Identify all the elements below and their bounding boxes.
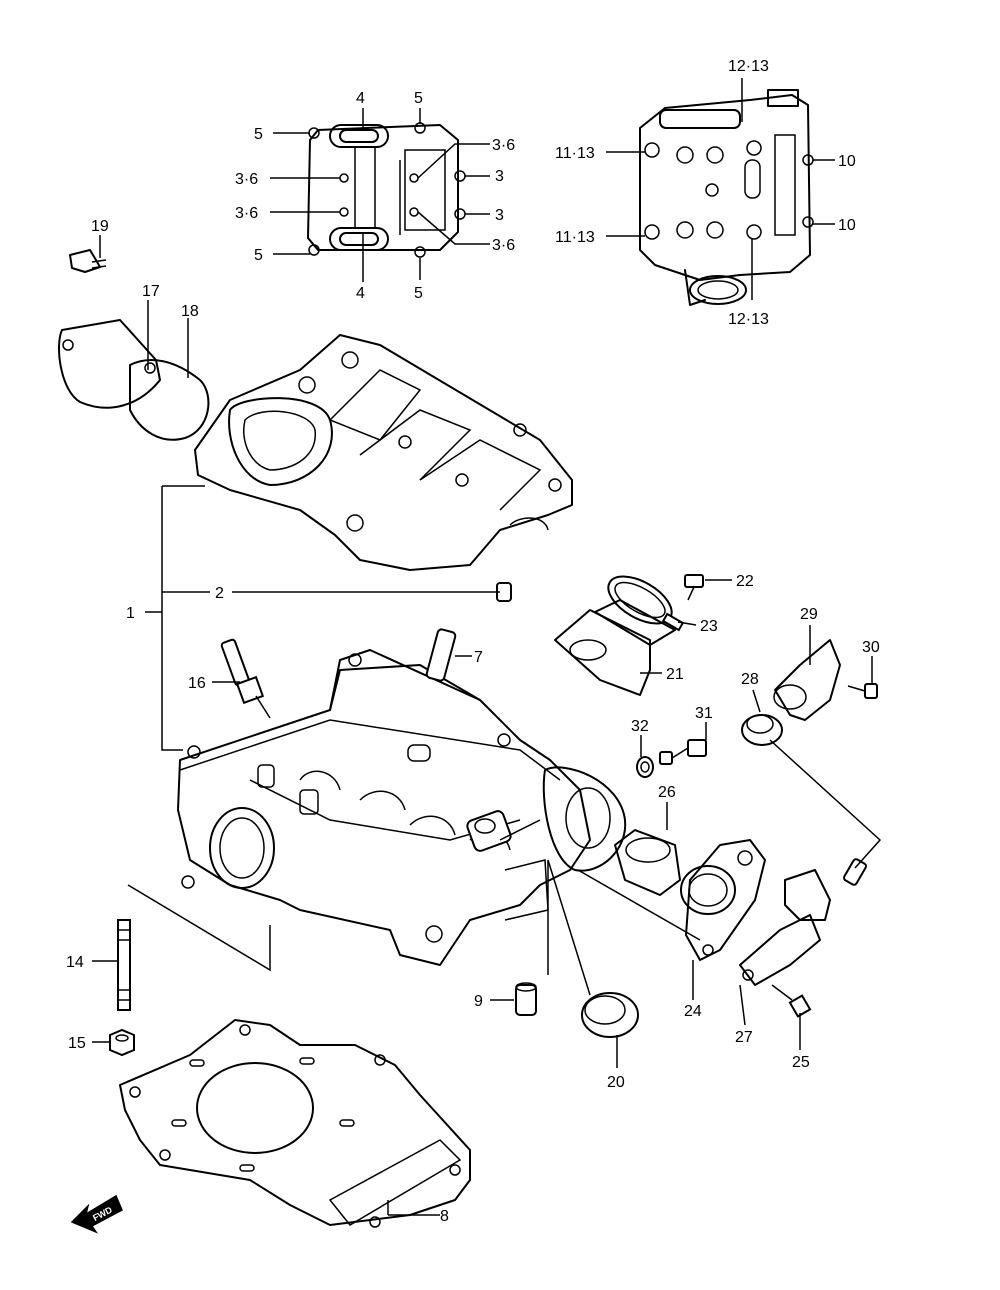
label-15: 15 bbox=[68, 1035, 86, 1052]
label-27: 27 bbox=[735, 1029, 753, 1046]
pipe-union bbox=[466, 810, 512, 852]
label-5-top-left: 5 bbox=[254, 126, 263, 143]
cylinder-head-gasket bbox=[119, 1019, 471, 1228]
inset-head-cover-bolt-pattern bbox=[307, 122, 466, 258]
stud-bolt bbox=[117, 919, 131, 1011]
label-11-13-upper: 11·13 bbox=[555, 145, 595, 162]
valve-guide bbox=[425, 628, 457, 682]
label-4-bottom: 4 bbox=[356, 285, 365, 302]
bracket-bolt bbox=[847, 683, 878, 699]
intake-clamp bbox=[607, 575, 685, 632]
leader-lines bbox=[92, 78, 882, 1216]
label-3-6-left-upper: 3·6 bbox=[235, 171, 258, 188]
label-21: 21 bbox=[666, 666, 684, 683]
outlet-cap bbox=[741, 714, 783, 746]
label-3-6-right-lower: 3·6 bbox=[492, 237, 515, 254]
label-22: 22 bbox=[736, 573, 754, 590]
label-28: 28 bbox=[741, 671, 759, 688]
label-9: 9 bbox=[474, 993, 483, 1010]
label-17: 17 bbox=[142, 283, 160, 300]
label-25: 25 bbox=[792, 1054, 810, 1071]
label-19: 19 bbox=[91, 218, 109, 235]
label-18: 18 bbox=[181, 303, 199, 320]
thermostat-housing bbox=[680, 839, 766, 961]
clamp-screw bbox=[684, 574, 704, 601]
label-5-top-right: 5 bbox=[414, 90, 423, 107]
label-1: 1 bbox=[126, 605, 135, 622]
label-12-13-bottom: 12·13 bbox=[728, 311, 769, 328]
cylinder-head-cover bbox=[194, 334, 573, 571]
label-29: 29 bbox=[800, 606, 818, 623]
housing-gasket bbox=[739, 914, 821, 986]
sensor-washer bbox=[636, 756, 654, 778]
label-8: 8 bbox=[440, 1208, 449, 1225]
housing-bolt bbox=[771, 984, 812, 1018]
dowel-pin bbox=[515, 982, 537, 1016]
label-3-6-left-lower: 3·6 bbox=[235, 205, 258, 222]
label-14: 14 bbox=[66, 954, 84, 971]
label-24: 24 bbox=[684, 1003, 702, 1020]
label-5-bottom-right: 5 bbox=[414, 285, 423, 302]
label-20: 20 bbox=[607, 1074, 625, 1091]
forward-arrow-icon: FWD bbox=[70, 1194, 123, 1234]
part-labels: 1 2 7 8 9 14 15 16 17 18 19 20 21 22 23 … bbox=[66, 58, 880, 1225]
intake-pipe bbox=[554, 599, 676, 696]
label-23: 23 bbox=[700, 618, 718, 635]
label-3-lower: 3 bbox=[495, 207, 504, 224]
label-5-bottom-left: 5 bbox=[254, 247, 263, 264]
label-12-13-top: 12·13 bbox=[728, 58, 769, 75]
label-31: 31 bbox=[695, 705, 713, 722]
nut bbox=[109, 1028, 135, 1057]
label-10-upper: 10 bbox=[838, 153, 856, 170]
inset-cylinder-head-bolt-pattern bbox=[639, 89, 814, 306]
label-7: 7 bbox=[474, 649, 483, 666]
label-16: 16 bbox=[188, 675, 206, 692]
label-2: 2 bbox=[215, 585, 224, 602]
thermostat bbox=[614, 829, 681, 896]
label-4-top: 4 bbox=[356, 90, 365, 107]
cap-cover-assembly bbox=[58, 249, 210, 441]
spark-plug bbox=[220, 638, 271, 719]
temp-sensor bbox=[659, 739, 707, 765]
label-3-6-right-upper: 3·6 bbox=[492, 137, 515, 154]
label-32: 32 bbox=[631, 718, 649, 735]
label-3-upper: 3 bbox=[495, 168, 504, 185]
label-30: 30 bbox=[862, 639, 880, 656]
label-11-13-lower: 11·13 bbox=[555, 229, 595, 246]
plug-cap bbox=[581, 992, 639, 1038]
outlet-bracket bbox=[773, 639, 841, 721]
label-26: 26 bbox=[658, 784, 676, 801]
label-10-lower: 10 bbox=[838, 217, 856, 234]
